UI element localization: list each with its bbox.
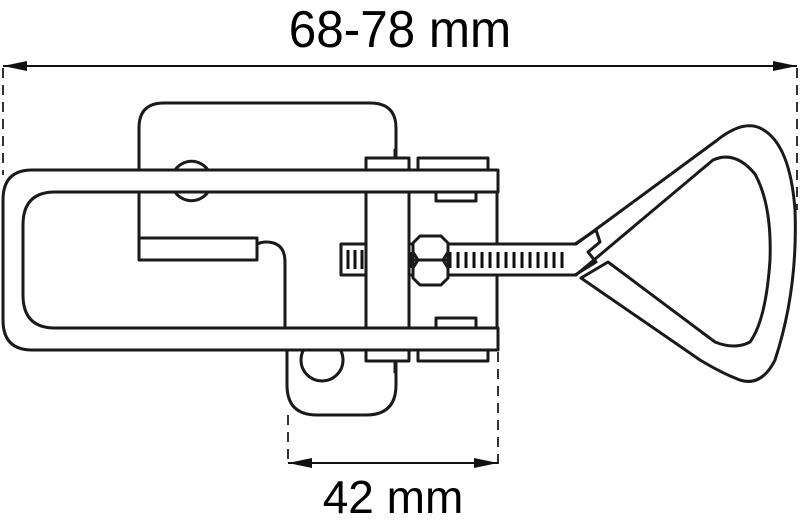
mounting-hole-upper: [173, 159, 210, 172]
hinge-tab-top-left: [364, 156, 411, 172]
hex-nut: [411, 234, 450, 287]
arrow-left-icon: [3, 61, 27, 71]
lever-handle: [574, 124, 797, 383]
arrow-left-icon: [288, 458, 312, 468]
catch-plate: [137, 101, 398, 330]
base-dimension: [287, 352, 499, 468]
overall-dimension: [2, 61, 798, 210]
thread-marks: [448, 252, 564, 268]
arrow-right-icon: [773, 61, 797, 71]
catch-hook: [137, 236, 259, 262]
overall-length-label: 68-78 mm: [288, 1, 512, 59]
arrow-right-icon: [474, 458, 498, 468]
hinge-tab-bottom-right: [416, 348, 490, 363]
hinge-tab-top-right: [416, 156, 490, 172]
wire-loop: [1, 168, 500, 352]
hinge-tab-bottom-left: [364, 348, 411, 363]
threaded-rod: [339, 228, 602, 277]
base-width-label: 42 mm: [322, 471, 464, 523]
